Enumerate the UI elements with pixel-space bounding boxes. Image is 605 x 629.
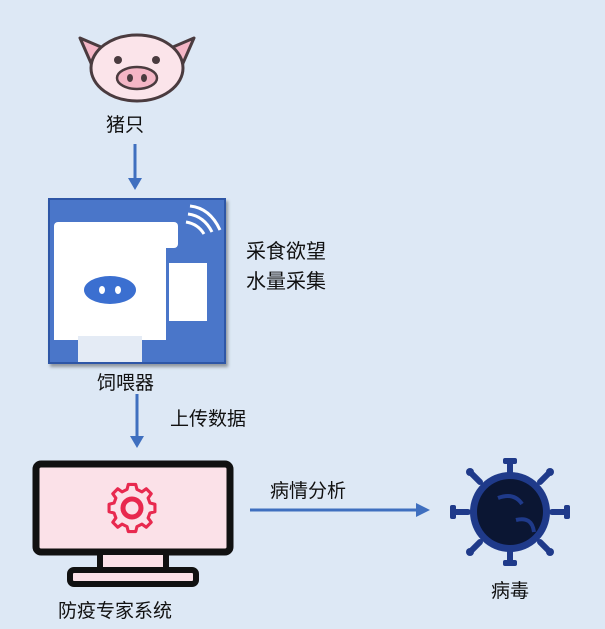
- feeder-device-icon: [48, 198, 226, 364]
- arrow-system-to-virus: [250, 503, 430, 517]
- pig-face-icon: [78, 33, 196, 103]
- pig-label: 猪只: [106, 114, 145, 136]
- arrow-pig-to-feeder: [128, 144, 142, 190]
- virus-label: 病毒: [491, 580, 530, 602]
- arrow-feeder-to-system: [130, 394, 144, 448]
- edge-label-analysis: 病情分析: [270, 480, 347, 502]
- monitor-gear-icon: [32, 460, 234, 587]
- feeder-note-appetite: 采食欲望: [246, 239, 326, 263]
- feeder-label: 饲喂器: [97, 372, 155, 394]
- system-label: 防疫专家系统: [58, 600, 173, 622]
- feeder-notes: 采食欲望 水量采集: [246, 236, 326, 296]
- virus-icon: [450, 458, 570, 566]
- feeder-note-water: 水量采集: [246, 269, 326, 293]
- edge-label-upload: 上传数据: [170, 408, 247, 430]
